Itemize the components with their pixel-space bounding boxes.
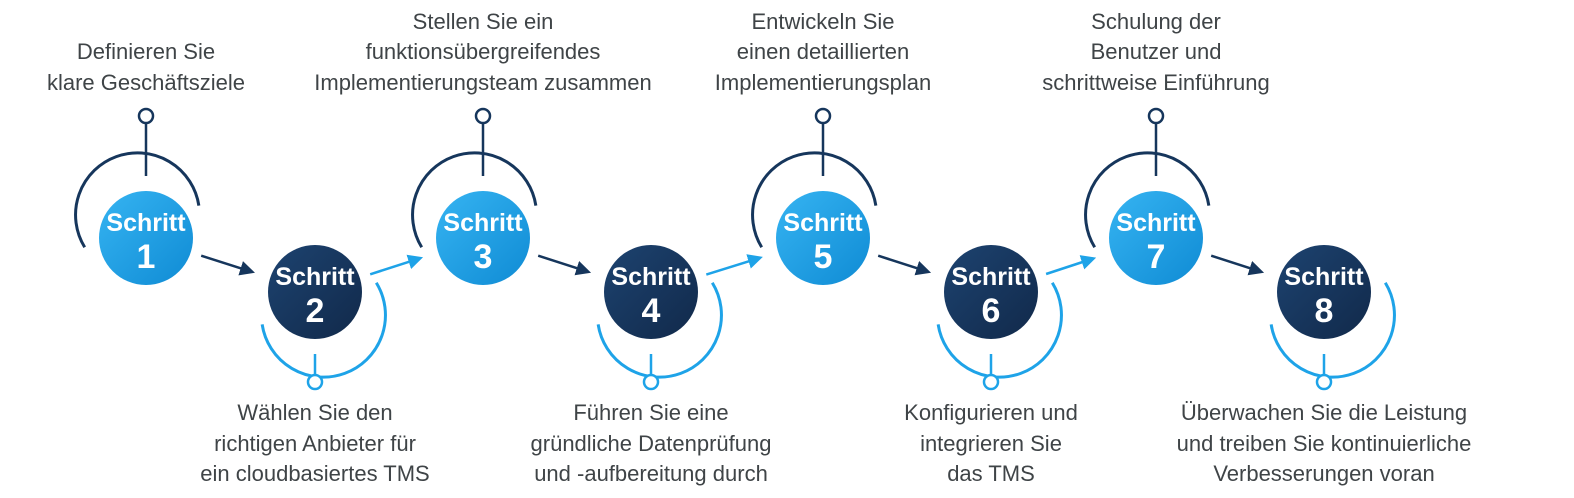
connector-arrow-3-4	[537, 254, 592, 276]
step-ring	[1269, 281, 1396, 379]
step-pin	[814, 107, 832, 125]
step-title: Schritt	[106, 209, 186, 237]
connector-arrows	[200, 254, 1265, 276]
step-disc	[604, 245, 698, 339]
step-number: 3	[474, 238, 493, 276]
step-pin	[1315, 373, 1333, 391]
step-disc	[1109, 191, 1203, 285]
step-disc	[268, 245, 362, 339]
step-label-line: ein cloudbasiertes TMS	[200, 461, 430, 486]
step-title: Schritt	[1116, 209, 1196, 237]
connector-arrow-6-7	[1045, 255, 1097, 276]
step-ring	[1084, 151, 1211, 249]
step-title: Schritt	[951, 263, 1031, 291]
step-label-line: Überwachen Sie die Leistung	[1180, 400, 1468, 425]
connector-arrow-7-8	[1210, 254, 1265, 276]
step-label-line: Verbesserungen voran	[1213, 461, 1435, 486]
step-label-line: Definieren Sie	[76, 39, 216, 64]
step-pin	[1147, 107, 1165, 125]
step-ring	[260, 281, 387, 379]
step-4-label: Führen Sie eine gründliche Datenprüfung un…	[441, 398, 861, 490]
step-pin	[137, 107, 155, 125]
step-label-line: Benutzer und	[1090, 39, 1222, 64]
step-disc	[436, 191, 530, 285]
step-number: 7	[1147, 238, 1166, 276]
step-disc	[776, 191, 870, 285]
step-title: Schritt	[783, 209, 863, 237]
step-label-line: integrieren Sie	[920, 430, 1062, 456]
step-number: 2	[306, 292, 325, 330]
connector-arrow-5-6	[877, 254, 932, 276]
step-label-line: Führen Sie eine	[573, 400, 729, 425]
step-number: 5	[814, 238, 833, 276]
step-label-line: Wählen Sie den	[237, 400, 393, 425]
step-ring	[411, 151, 538, 249]
step-number: 8	[1315, 292, 1334, 330]
step-label-line: Schulung der	[1091, 8, 1221, 34]
connector-arrow-1-2	[200, 254, 255, 276]
step-number: 4	[642, 292, 661, 330]
step-disc	[1277, 245, 1371, 339]
step-2-label: Wählen Sie den richtigen Anbieter für ein …	[105, 398, 525, 490]
step-8-label: Überwachen Sie die Leistung und treiben S…	[1114, 398, 1534, 490]
step-label-line: funktionsübergreifendes	[365, 39, 601, 64]
step-label-line: und treiben Sie kontinuierliche	[1176, 430, 1472, 456]
step-pin	[642, 373, 660, 391]
step-disc	[99, 191, 193, 285]
step-pin	[474, 107, 492, 125]
step-number: 1	[137, 238, 156, 276]
step-title: Schritt	[275, 263, 355, 291]
step-nodes: Schritt1Schritt2Schritt3Schritt4Schritt5…	[74, 107, 1396, 391]
step-label-line: schrittweise Einführung	[1042, 69, 1270, 95]
step-label-line: gründliche Datenprüfung	[530, 430, 772, 456]
step-pin	[982, 373, 1000, 391]
step-pin	[306, 373, 324, 391]
step-label-line: einen detaillierten	[736, 39, 910, 64]
step-ring	[751, 151, 878, 249]
step-title: Schritt	[611, 263, 691, 291]
step-ring	[74, 151, 201, 249]
step-ring	[596, 281, 723, 379]
step-1-label: Definieren Sie klare Geschäftsziele	[0, 37, 356, 98]
step-title: Schritt	[443, 209, 523, 237]
step-ring	[936, 281, 1063, 379]
step-number: 6	[982, 292, 1001, 330]
connector-arrow-4-5	[705, 254, 763, 276]
step-label-line: Implementierungsplan	[714, 69, 932, 95]
step-label-line: klare Geschäftsziele	[46, 69, 246, 95]
step-label-line: Konfigurieren und	[904, 400, 1078, 425]
step-label-line: Entwickeln Sie	[751, 8, 895, 34]
step-label-line: das TMS	[947, 461, 1035, 486]
step-6-label: Konfigurieren und integrieren Sie das TMS	[781, 398, 1201, 490]
connector-arrow-2-3	[369, 254, 424, 276]
step-label-line: Implementierungsteam zusammen	[314, 69, 652, 95]
step-title: Schritt	[1284, 263, 1364, 291]
step-label-line: richtigen Anbieter für	[214, 430, 416, 456]
step-label-line: Stellen Sie ein	[412, 8, 554, 34]
step-disc	[944, 245, 1038, 339]
step-label-line: und -aufbereitung durch	[534, 461, 768, 486]
